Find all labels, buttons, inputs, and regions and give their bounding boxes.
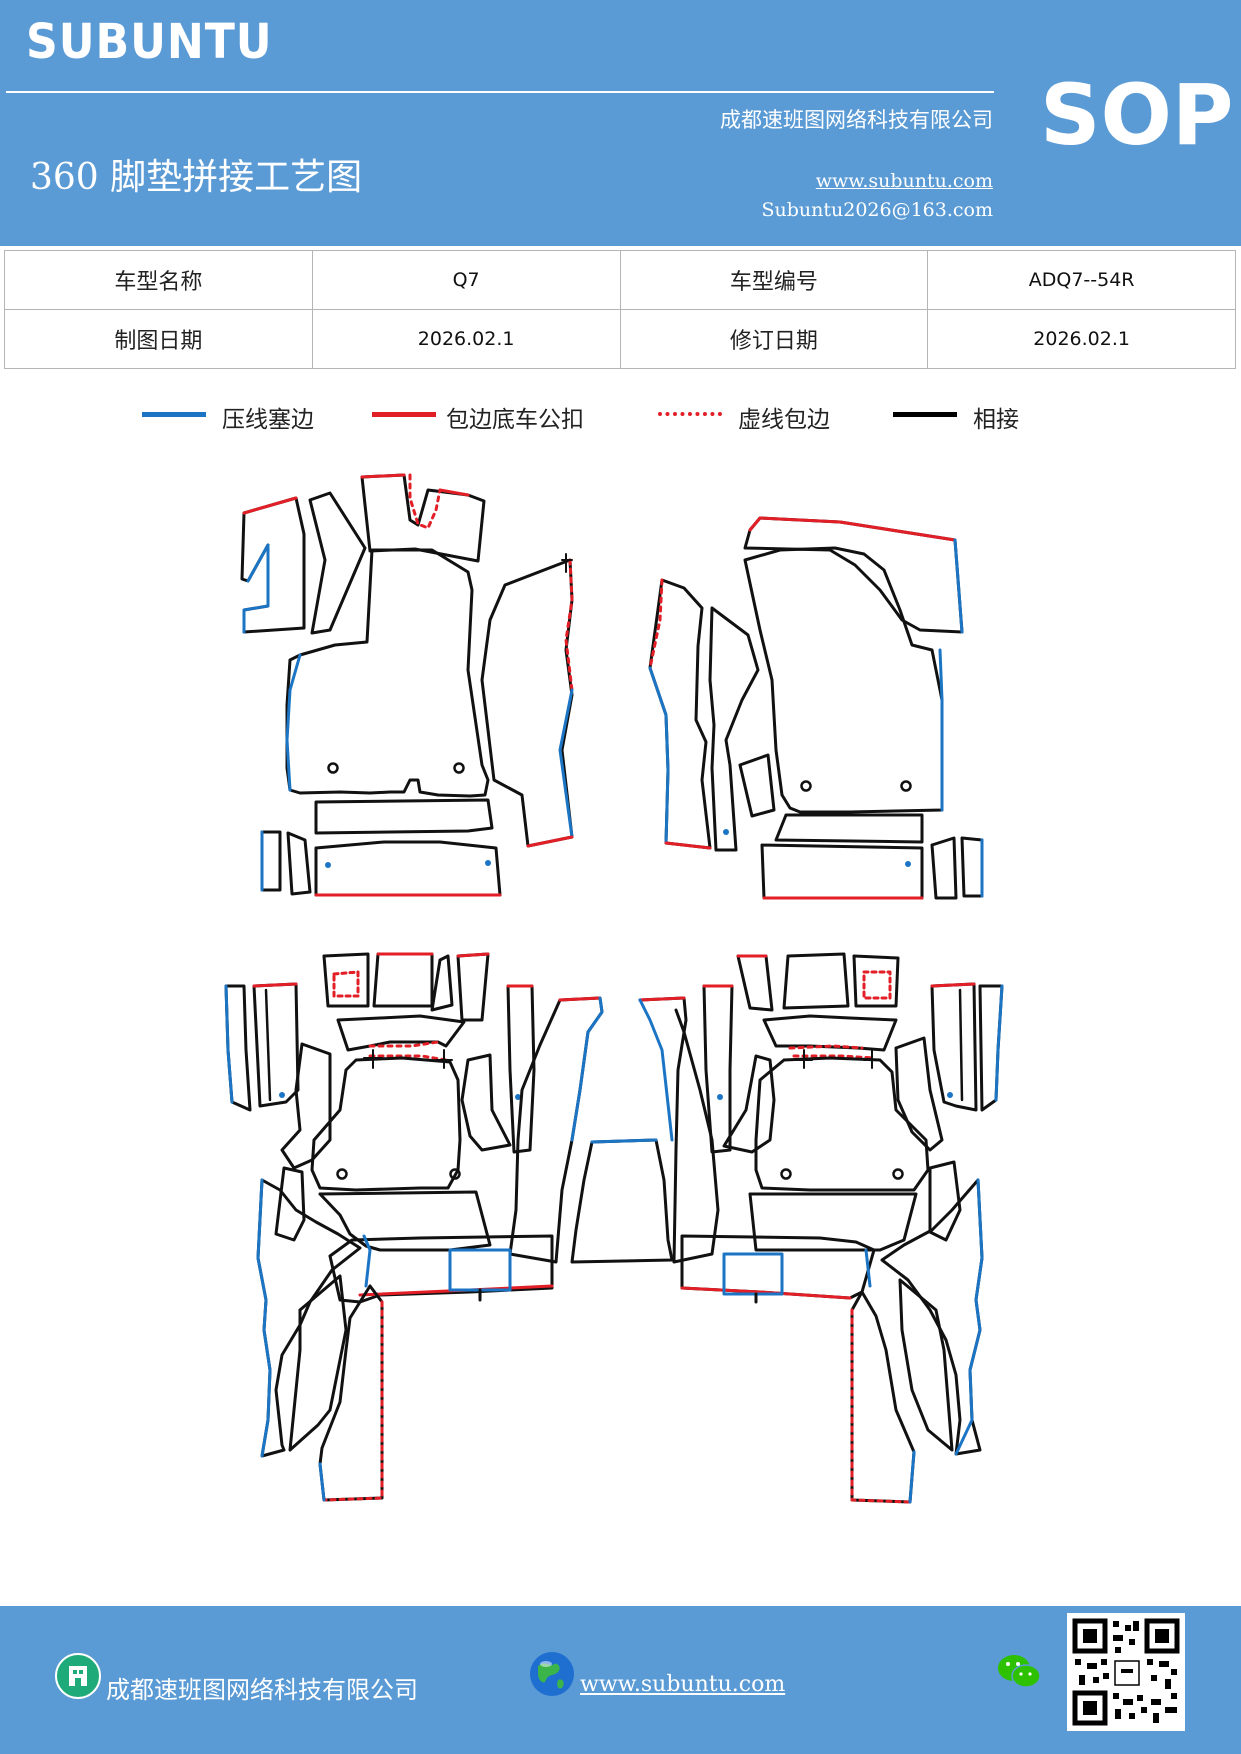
center-tunnel-mat — [570, 1138, 674, 1264]
header-website-link[interactable]: www.subuntu.com — [815, 170, 993, 192]
legend-swatch-red — [372, 412, 436, 417]
floor-mat-diagram — [224, 473, 1004, 1504]
table-row: 制图日期 2026.02.1 修订日期 2026.02.1 — [4, 309, 1236, 369]
model-code-label: 车型编号 — [619, 250, 929, 310]
legend-label: 压线塞边 — [222, 407, 314, 433]
rear-right-mat-group — [638, 952, 1004, 1504]
draw-date-label: 制图日期 — [4, 309, 313, 369]
qr-code — [1067, 1613, 1185, 1731]
model-name-label: 车型名称 — [4, 250, 313, 310]
building-icon — [55, 1653, 101, 1699]
info-table: 车型名称 Q7 车型编号 ADQ7--54R 制图日期 2026.02.1 修订… — [4, 250, 1236, 369]
header-email: Subuntu2026@163.com — [761, 199, 993, 221]
brand-logo: SUBUNTU — [26, 14, 273, 70]
model-name-value: Q7 — [311, 250, 621, 310]
footer-company: 成都速班图网络科技有限公司 — [106, 1676, 418, 1704]
document-title: 360 脚垫拼接工艺图 — [30, 157, 363, 198]
table-row: 车型名称 Q7 车型编号 ADQ7--54R — [4, 250, 1236, 310]
legend: 压线塞边 包边底车公扣 虚线包边 相接 — [0, 400, 1241, 440]
globe-icon — [530, 1652, 574, 1696]
wechat-icon — [998, 1655, 1041, 1688]
sop-badge: SOP — [1040, 66, 1234, 164]
legend-swatch-blue — [142, 412, 206, 417]
footer-website-link[interactable]: www.subuntu.com — [580, 1672, 786, 1697]
revise-date-value: 2026.02.1 — [927, 309, 1236, 369]
legend-swatch-black — [893, 412, 957, 417]
legend-label: 相接 — [973, 407, 1019, 433]
rear-left-mat-group — [224, 952, 604, 1502]
front-left-mat-group — [240, 473, 574, 897]
header-divider — [6, 91, 994, 93]
legend-swatch-red-dotted — [658, 412, 722, 416]
header-company: 成都速班图网络科技有限公司 — [720, 108, 993, 132]
legend-label: 虚线包边 — [738, 407, 830, 433]
page-footer: 成都速班图网络科技有限公司 www.subuntu.com — [0, 1606, 1241, 1754]
page-header: SUBUNTU 成都速班图网络科技有限公司 360 脚垫拼接工艺图 www.su… — [0, 0, 1241, 246]
front-right-mat-group — [648, 516, 984, 900]
draw-date-value: 2026.02.1 — [311, 309, 621, 369]
model-code-value: ADQ7--54R — [927, 250, 1236, 310]
legend-label: 包边底车公扣 — [446, 407, 584, 433]
revise-date-label: 修订日期 — [619, 309, 929, 369]
